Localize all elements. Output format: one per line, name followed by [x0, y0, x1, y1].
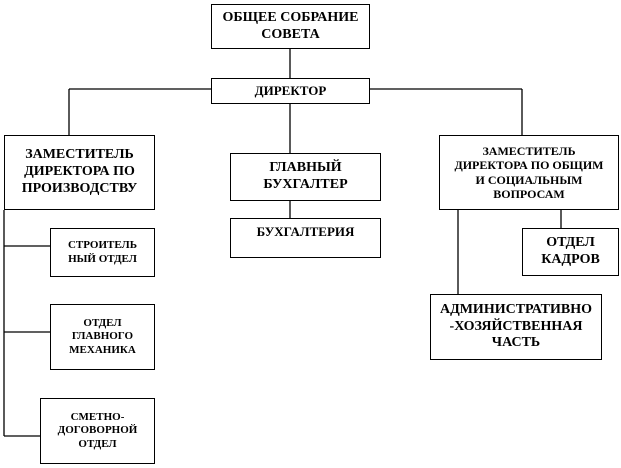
- node-director: ДИРЕКТОР: [211, 78, 370, 104]
- node-estimate-contract-dept: СМЕТНО- ДОГОВОРНОЙ ОТДЕЛ: [40, 398, 155, 464]
- node-chief-accountant: ГЛАВНЫЙ БУХГАЛТЕР: [230, 153, 381, 201]
- node-accounting: БУХГАЛТЕРИЯ: [230, 218, 381, 258]
- node-construction-dept: СТРОИТЕЛЬ НЫЙ ОТДЕЛ: [50, 228, 155, 277]
- node-chief-mechanic-dept: ОТДЕЛ ГЛАВНОГО МЕХАНИКА: [50, 304, 155, 370]
- node-hr-dept: ОТДЕЛ КАДРОВ: [522, 228, 619, 276]
- node-admin-household: АДМИНИСТРАТИВНО -ХОЗЯЙСТВЕННАЯ ЧАСТЬ: [430, 294, 602, 360]
- node-deputy-production: ЗАМЕСТИТЕЛЬ ДИРЕКТОРА ПО ПРОИЗВОДСТВУ: [4, 135, 155, 210]
- node-deputy-general-social: ЗАМЕСТИТЕЛЬ ДИРЕКТОРА ПО ОБЩИМ И СОЦИАЛЬ…: [439, 135, 619, 210]
- node-general-meeting: ОБЩЕЕ СОБРАНИЕ СОВЕТА: [211, 4, 370, 49]
